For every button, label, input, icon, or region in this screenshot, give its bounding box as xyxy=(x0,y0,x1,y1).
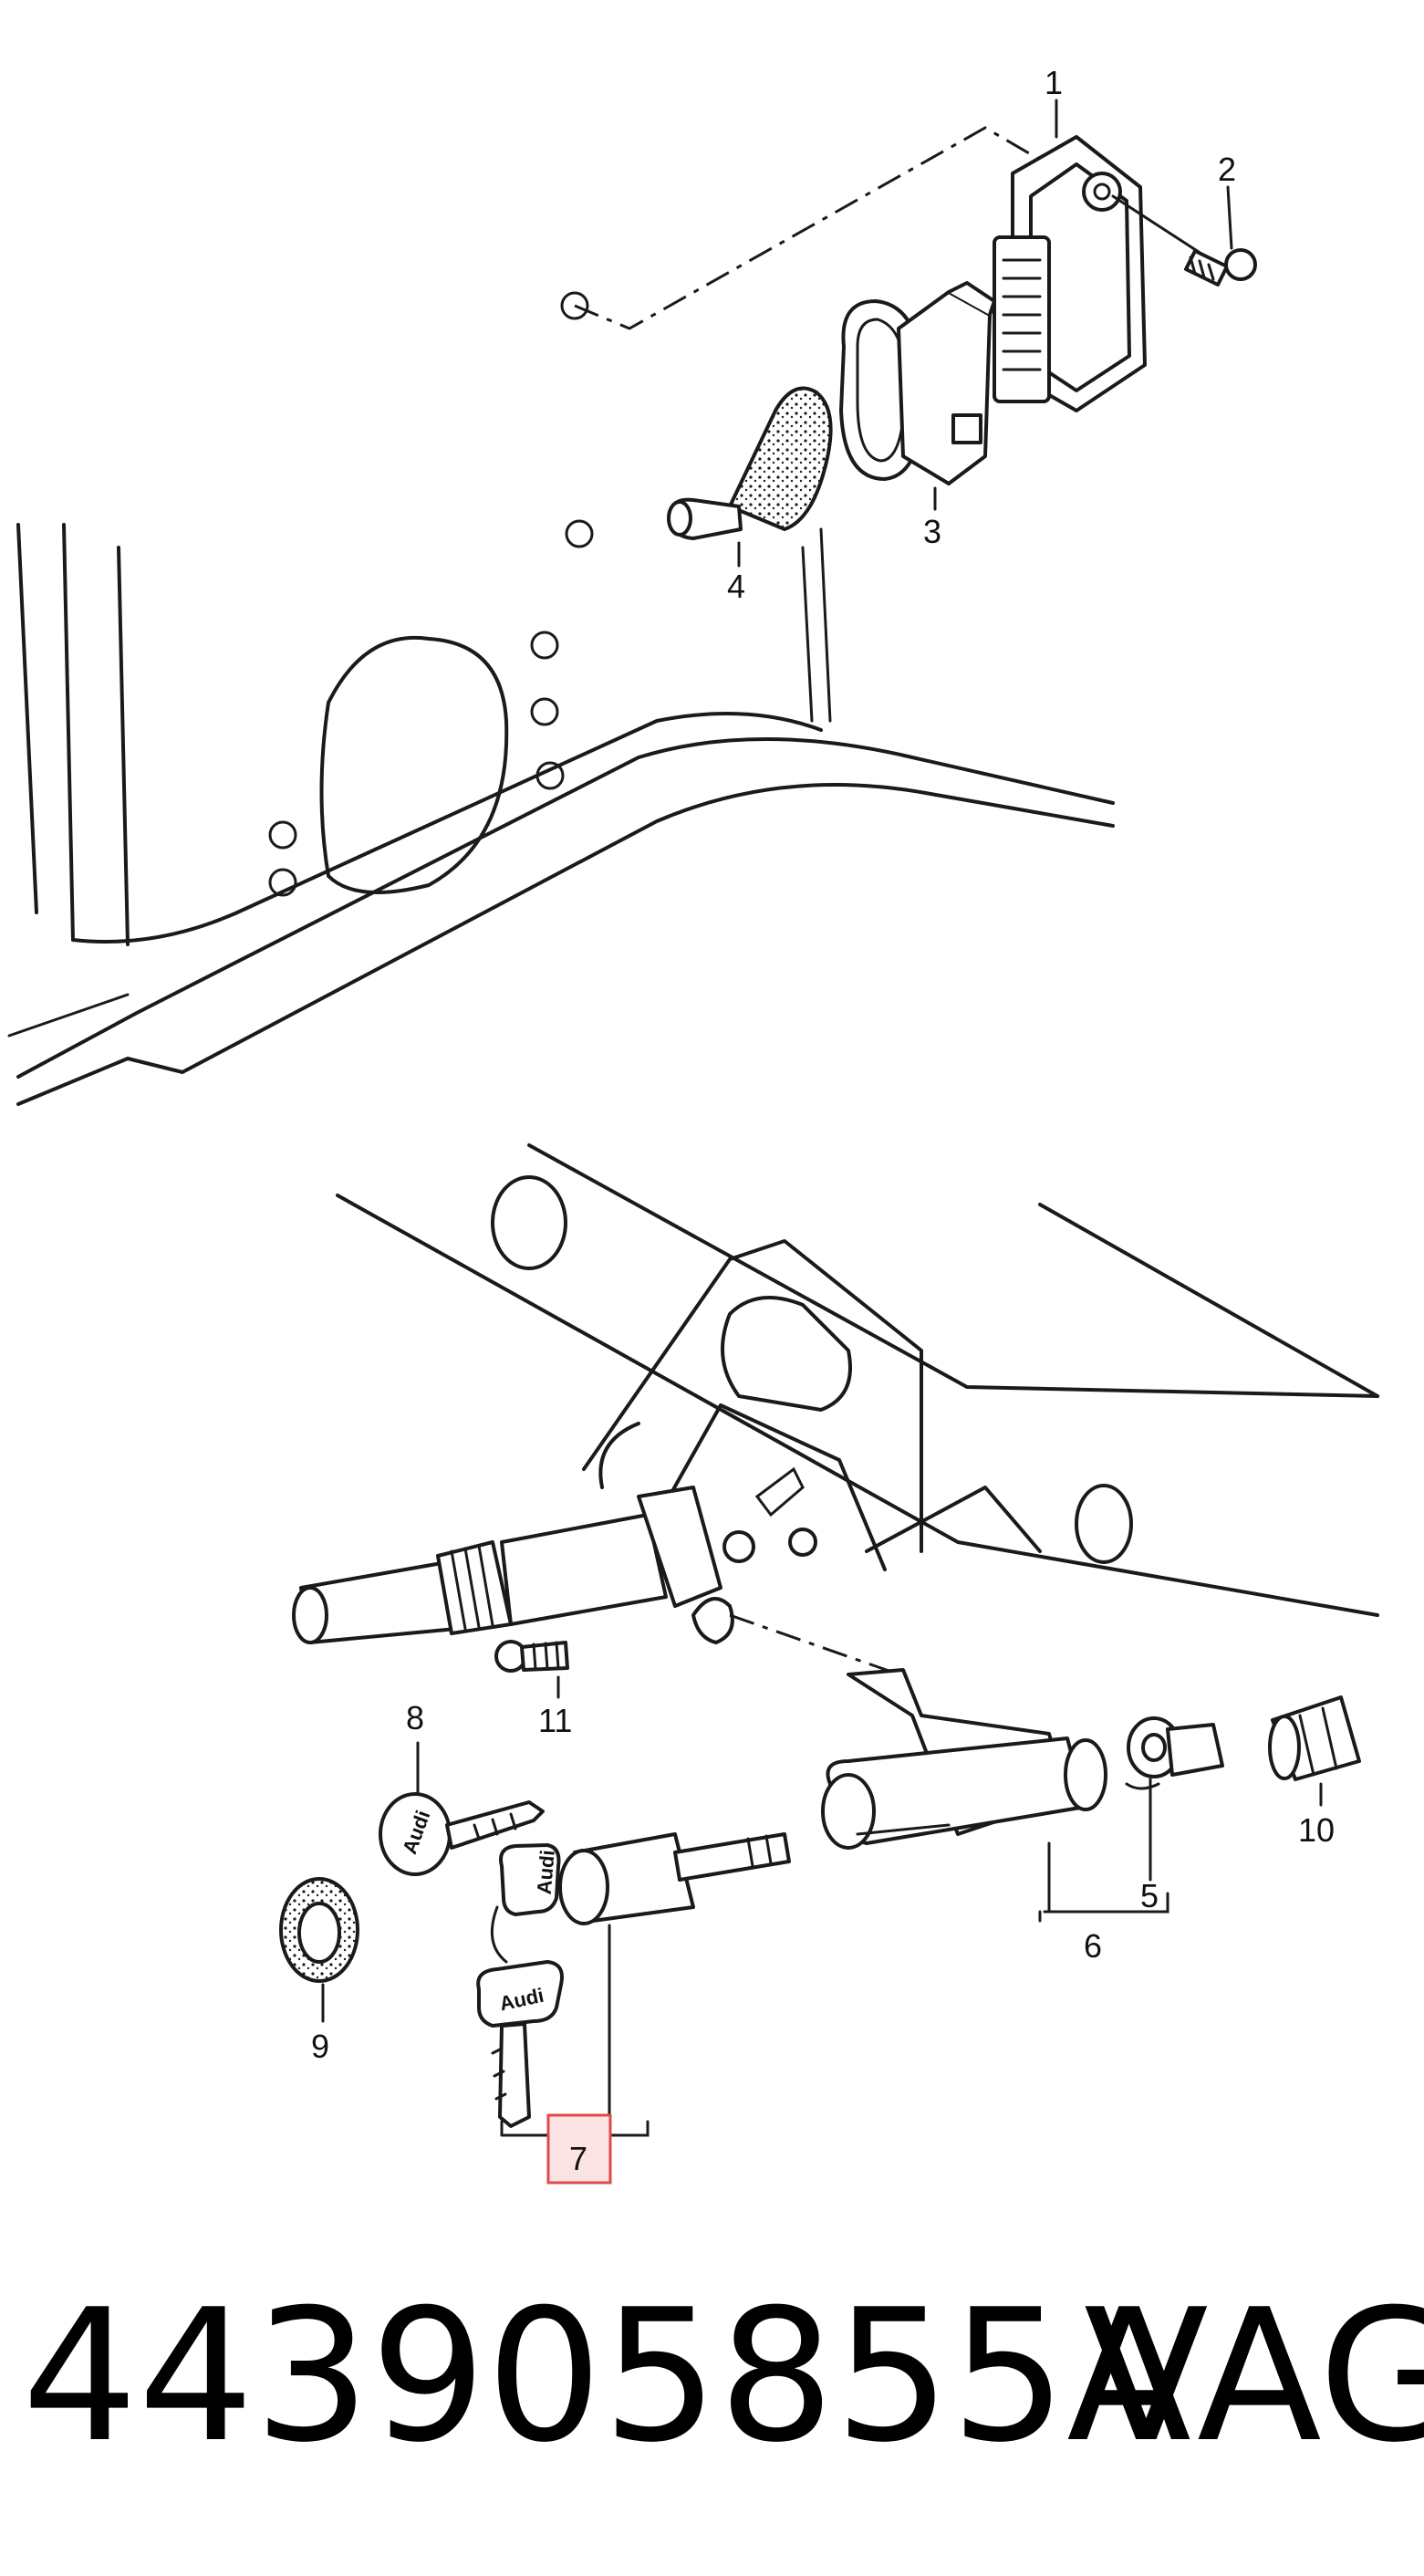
callout-5: 5 xyxy=(1140,1877,1159,1914)
callout-4: 4 xyxy=(727,568,745,605)
steering-column xyxy=(292,1486,817,1644)
control-unit-icon xyxy=(993,135,1147,412)
callout-6: 6 xyxy=(1084,1927,1102,1965)
panel-opening xyxy=(319,635,509,894)
lock-housing xyxy=(821,1668,1107,1850)
callout-1: 1 xyxy=(1045,64,1063,101)
callout-9: 9 xyxy=(311,2028,329,2065)
callout-numbers: 1 2 3 4 8 11 5 10 6 9 7 xyxy=(311,64,1335,2177)
exploded-parts-diagram: Audi Audi Audi xyxy=(7,64,1379,2185)
connector-housing xyxy=(839,281,996,485)
callout-7: 7 xyxy=(569,2140,587,2177)
callout-3: 3 xyxy=(923,513,941,550)
upper-assembly xyxy=(7,126,1257,1106)
ignition-switch xyxy=(1125,1716,1224,1790)
sleeve-icon xyxy=(1268,1695,1361,1781)
callout-11: 11 xyxy=(538,1702,572,1739)
callout-7-highlight xyxy=(546,2113,612,2185)
part-number: 443905855A xyxy=(22,2270,1192,2483)
lock-cylinder-icon: Audi Audi xyxy=(476,1832,791,2128)
mounting-holes xyxy=(268,291,594,897)
lock-ring-icon xyxy=(279,1877,359,1983)
body-panel xyxy=(7,291,1115,1106)
lock-axis-line xyxy=(729,1613,913,1681)
steering-bracket xyxy=(336,1143,1379,1617)
key-brand-label: Audi xyxy=(533,1849,559,1895)
grommet-icon xyxy=(667,386,833,540)
lower-assembly: Audi Audi Audi xyxy=(279,99,1379,2185)
screw-icon xyxy=(1111,194,1257,287)
callout-2: 2 xyxy=(1218,151,1236,188)
callout-10: 10 xyxy=(1298,1811,1335,1849)
bolt-icon xyxy=(494,1640,569,1673)
callout-8: 8 xyxy=(406,1699,424,1736)
part-caption: 443905855A VAG xyxy=(0,2263,1424,2491)
key-icon: Audi xyxy=(379,1792,545,1876)
manufacturer-label: VAG xyxy=(1084,2270,1424,2483)
